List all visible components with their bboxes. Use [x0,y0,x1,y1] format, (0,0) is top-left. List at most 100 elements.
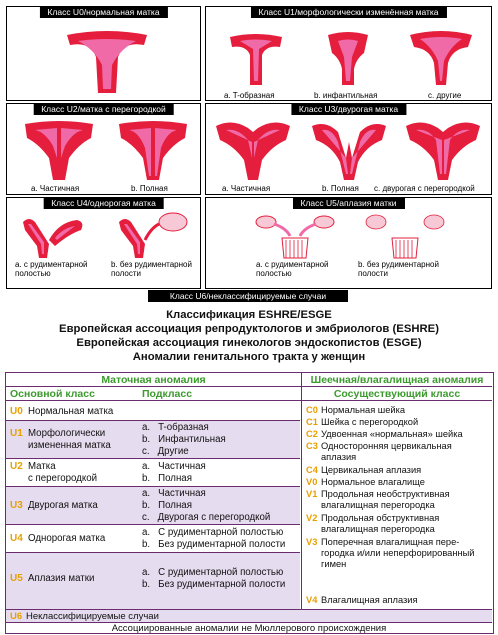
u4-caption-b: b. без рудиментарной полости [111,260,192,278]
row-u3: U3 Двурогая матка a. Частичная b. Полная… [6,487,300,525]
row-u2: U2 Матка с перегородкой a. Частичная b. … [6,459,300,487]
row-u0-name: Нормальная матка [28,406,114,417]
row-u4: U4 Однорогая матка a. С рудиментарной по… [6,525,300,553]
u5-caption-a: a. с рудиментарной полостью [256,260,329,278]
sub-text: Другие [157,446,189,457]
row-u1-code: U1 [10,428,23,439]
sub-letter: b. [142,500,151,511]
uterus-infantile-illustration [328,32,368,85]
u2-caption-a: a. Частичная [31,184,80,193]
row-u3-code: U3 [10,500,23,511]
uterus-bicornuate-septate-illustration [406,122,480,180]
sub-letter: a. [142,527,151,538]
u1-caption-a: a. T-образная [224,91,275,100]
u3-caption-b: b. Полная [322,184,359,193]
sub-text: T-образная [158,422,209,433]
panel-u4: Класс U4/однорогая матка a. с рудиментар… [6,197,201,289]
heading-line-3: Европейская ассоциация гинекологов эндос… [76,337,422,349]
text: Цервикальная аплазия [321,465,422,475]
code: V2 [306,513,318,523]
row-u5-code: U5 [10,573,23,584]
main-class-header: Основной класс [10,388,95,400]
code: C3 [306,441,318,451]
u2-caption-b: b. Полная [131,184,168,193]
u1-caption-c: c. другие [428,91,462,100]
sub-letter: b. [142,473,151,484]
row-u5-sub-a: a. С рудиментарной полостью [142,567,283,579]
cervical-vaginal-column: Шеечная/влагалищная аномалия Сосуществую… [302,373,492,609]
uterus-t-shaped-illustration [230,34,282,85]
row-u6-code: U6 [10,611,23,622]
u3-caption-a: a. Частичная [222,184,271,193]
text: Нормальное влагалище [321,477,425,487]
panel-u5-title: Класс U5/аплазия матки [292,198,405,209]
panel-u0-title: Класс U0/нормальная матка [39,7,168,18]
sub-text: Без рудиментарной полости [158,579,286,590]
panel-u6-bar: Класс U6/неклассифицируемые случаи [148,290,348,302]
uterus-unicornuate-with-rudiment-illustration [23,219,83,258]
code: C0 [306,405,318,415]
panel-u1: Класс U1/морфологически изменённая матка… [205,6,492,101]
classification-heading: Классификация ESHRE/ESGE Европейская асс… [0,308,498,364]
code: V1 [306,489,318,499]
uterus-partial-septate-illustration [25,121,93,180]
u4-caption-a: a. с рудиментарной полостью [15,260,88,278]
row-u1-sub-a: a. T-образная [142,422,209,434]
heading-line-2: Европейская ассоциация репродуктологов и… [59,323,439,335]
row-u1-name: Морфологически измененная матка [28,428,111,451]
row-u3-sub-a: a. Частичная [142,488,206,500]
code: V3 [306,537,318,547]
classification-table: Маточная аномалия Основной класс Подклас… [5,372,494,634]
code: C2 [306,429,318,439]
row-u1: U1 Морфологически измененная матка a. T-… [6,421,300,459]
sub-letter: c. [142,512,150,523]
panel-u5: Класс U5/аплазия матки a. с рудиментарно… [205,197,492,289]
code: V0 [306,477,318,487]
panel-u1-title: Класс U1/морфологически изменённая матка [250,7,447,18]
sub-text: Полная [158,500,192,511]
sub-text: С рудиментарной полостью [158,527,284,538]
uterus-complete-bicornuate-illustration [312,124,386,180]
coexist-header: Сосуществующий класс [302,387,492,401]
left-header: Маточная аномалия [6,373,301,387]
row-u3-name: Двурогая матка [28,500,98,511]
panel-u0: Класс U0/нормальная матка [6,6,201,101]
code: C1 [306,417,318,427]
right-header: Шеечная/влагалищная аномалия [302,373,492,387]
text: Односторонняя цервикальная аплазия [321,441,452,463]
text: Шейка с перегородкой [321,417,419,427]
uterus-unicornuate-without-rudiment-illustration [119,212,188,258]
sub-letter: a. [142,488,151,499]
heading-line-1: Классификация ESHRE/ESGE [166,309,332,321]
row-u2-sub-a: a. Частичная [142,461,206,473]
uterine-anomaly-column: Маточная аномалия Основной класс Подклас… [6,373,302,609]
uterus-complete-septate-illustration [119,121,187,180]
row-u4-code: U4 [10,533,23,544]
row-u4-name: Однорогая матка [28,533,106,544]
subclass-header: Подкласс [142,388,193,400]
row-u1-sub-c: c. Другие [142,446,189,458]
uterus-partial-bicornuate-illustration [216,122,290,180]
sub-letter: a. [142,461,151,472]
row-u6-text: Неклассифицируемые случаи [26,611,159,622]
row-u2-sub-b: b. Полная [142,473,192,485]
text: Удвоенная «нормальная» шейка [321,429,463,439]
row-u5-name: Аплазия матки [28,573,95,584]
panel-u3: Класс U3/двурогая матка a. Частичная b. … [205,103,492,195]
sub-letter: a. [142,567,151,578]
sub-letter: a. [142,422,151,433]
sub-text: Полная [158,473,192,484]
row-associated: Ассоциированные аномалии не Мюллерового … [6,622,492,634]
row-u5: U5 Аплазия матки a. С рудиментарной поло… [6,553,300,609]
